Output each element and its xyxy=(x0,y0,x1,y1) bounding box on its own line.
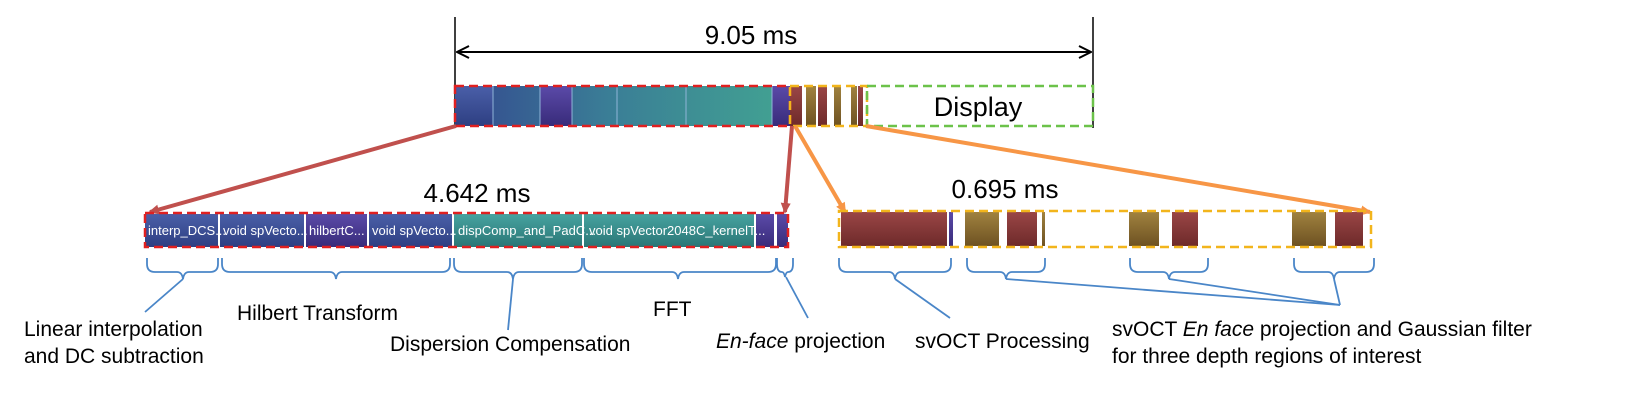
stage-brackets xyxy=(144,258,1375,331)
zoom-arrows xyxy=(148,124,1372,216)
label-hilbert-transform: Hilbert Transform xyxy=(237,302,399,325)
kernel-interp-block xyxy=(145,214,218,247)
bracket-dispersion xyxy=(453,258,583,280)
svoct-gauss-block xyxy=(1007,212,1037,246)
svoct-small-block xyxy=(1042,212,1045,246)
top-svoct-block xyxy=(858,86,863,126)
display-label: Display xyxy=(934,92,1023,122)
top-kernel-block xyxy=(772,86,790,126)
top-kernel-block xyxy=(455,86,493,126)
bracket-svoct-processing xyxy=(838,258,952,280)
label-svoct-processing: svOCT Processing xyxy=(915,330,1090,353)
kernel-label: void spVecto... xyxy=(223,223,308,238)
top-kernel-block xyxy=(540,86,572,126)
kernel-dispcomp-block xyxy=(454,214,582,247)
kernel-spvector-block xyxy=(220,214,304,247)
kernel-fft-block xyxy=(584,214,754,247)
kernel-hilbert-block xyxy=(306,214,367,247)
bracket-hilbert xyxy=(221,258,451,280)
bracket-linear-interp xyxy=(146,258,219,280)
svoct-enface-block xyxy=(965,212,999,246)
svoct-duration-label: 0.695 ms xyxy=(952,174,1059,204)
kernel-label: hilbertC... xyxy=(309,223,365,238)
cuda-segment xyxy=(455,86,790,126)
label-enface-italic: En-face xyxy=(716,330,789,353)
connector-enface xyxy=(785,276,809,319)
svoct-small-block xyxy=(949,212,953,246)
bracket-fft xyxy=(583,258,777,280)
top-svoct-block xyxy=(818,86,827,126)
label-svoct-enface-line1: svOCT En face projection and Gaussian fi… xyxy=(1112,316,1532,344)
connector-svoct-region-2 xyxy=(1168,278,1341,306)
svoct-gauss-block xyxy=(1172,212,1198,246)
label-svoct-enface-part-c: projection and Gaussian filter xyxy=(1254,318,1532,341)
top-svoct-block xyxy=(790,86,802,126)
cuda-duration-label: 4.642 ms xyxy=(424,178,531,208)
cuda-detail-dashed-box xyxy=(143,211,790,249)
svoct-detail-dashed-box xyxy=(837,209,1373,249)
top-svoct-block xyxy=(806,86,816,126)
label-linear-interp-line2: and DC subtraction xyxy=(24,345,204,368)
bracket-enface xyxy=(776,258,794,278)
kernel-label: void spVector2048C_kernelT... xyxy=(589,223,765,238)
bracket-svoct-region-2 xyxy=(1129,258,1209,280)
kernel-enface-block xyxy=(756,214,774,247)
cuda-kernel-bar: 4.642 ms interp_DCS... void spVecto... h… xyxy=(143,178,790,249)
total-duration-label: 9.05 ms xyxy=(705,20,798,50)
svoct-kernel-bar: 0.695 ms xyxy=(837,174,1373,249)
label-linear-interp-line1: Linear interpolation xyxy=(24,318,203,341)
kernel-label: dispComp_and_PadC... xyxy=(458,223,596,238)
connector-svoct-region-3 xyxy=(1333,278,1341,306)
label-svoct-enface-part-b: En face xyxy=(1182,318,1255,341)
kernel-spvector-block-2 xyxy=(369,214,452,247)
label-enface-projection: En-face projection xyxy=(716,328,885,356)
label-svoct-enface-line2: for three depth regions of interest xyxy=(1112,345,1422,368)
arrow-to-cuda-left xyxy=(148,124,457,215)
connector-dispersion xyxy=(507,278,514,331)
svoct-dashed-box xyxy=(788,84,869,128)
svoct-processing-block xyxy=(841,212,947,246)
kernel-label: interp_DCS... xyxy=(148,223,226,238)
arrow-to-svoct-right xyxy=(865,124,1372,216)
total-duration-dimension: 9.05 ms xyxy=(454,17,1094,128)
connector-linear xyxy=(144,278,184,313)
display-dashed-box xyxy=(865,84,1095,128)
label-svoct-enface-part-a: svOCT xyxy=(1112,318,1183,341)
top-svoct-block xyxy=(851,86,857,126)
svoct-enface-block xyxy=(1129,212,1159,246)
arrow-to-cuda-right xyxy=(780,125,794,214)
connector-svoct-region-1 xyxy=(1005,278,1341,306)
label-dispersion-compensation: Dispersion Compensation xyxy=(390,333,631,356)
svoct-enface-block xyxy=(1292,212,1326,246)
svoct-gauss-block xyxy=(1335,212,1363,246)
kernel-enface-block-2 xyxy=(777,214,788,247)
top-svoct-block xyxy=(834,86,841,126)
label-enface-rest: projection xyxy=(788,330,886,353)
kernel-label: void spVecto... xyxy=(372,223,457,238)
label-fft: FFT xyxy=(653,298,692,321)
connector-svoct-processing xyxy=(894,278,951,319)
bracket-svoct-region-3 xyxy=(1293,258,1375,280)
bracket-svoct-region-1 xyxy=(966,258,1046,280)
arrow-to-svoct-left xyxy=(793,124,847,214)
top-timeline-bar: Display xyxy=(453,84,1095,128)
